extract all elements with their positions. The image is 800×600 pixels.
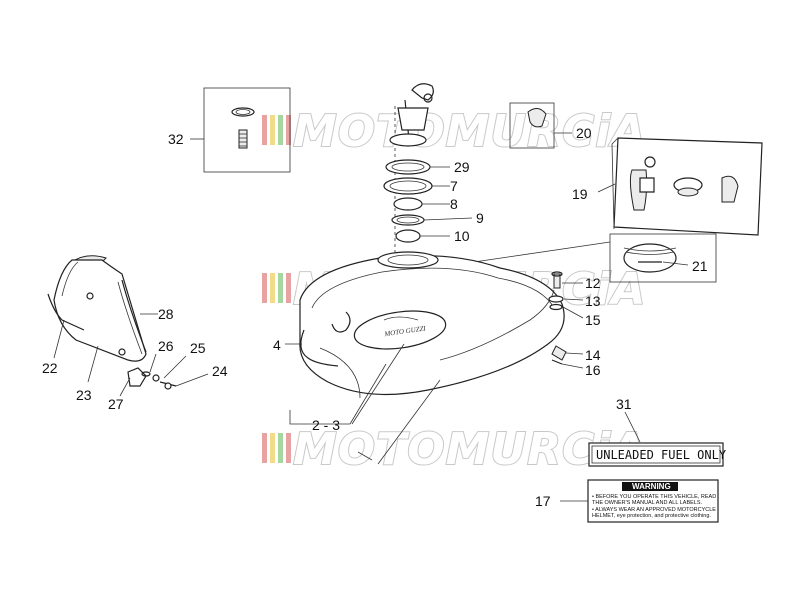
label-4: 4 (273, 337, 281, 353)
part-31-fuel-decal: UNLEADED FUEL ONLY (588, 411, 727, 467)
part-17-warning-decal: WARNING • BEFORE YOU OPERATE THIS VEHICL… (560, 479, 719, 523)
label-27: 27 (108, 396, 124, 412)
side-cover-fasteners (119, 353, 209, 397)
label-15: 15 (585, 312, 601, 328)
label-29: 29 (454, 159, 470, 175)
watermark-bottom: MOTOMURCiA (262, 423, 646, 476)
watermark-text-top: MOTOMURCiA (293, 106, 646, 157)
watermark-text-bottom: MOTOMURCiA (293, 424, 646, 475)
label-8: 8 (450, 196, 458, 212)
filler-cap-assembly (383, 83, 473, 270)
fuel-decal-text: UNLEADED FUEL ONLY (596, 448, 727, 462)
warning-decal-line-4: HELMET, eye protection, and protective c… (592, 513, 711, 519)
side-cover-assembly (47, 255, 158, 383)
label-16: 16 (585, 362, 601, 378)
label-7: 7 (450, 178, 458, 194)
label-17: 17 (535, 493, 551, 509)
label-28: 28 (158, 306, 174, 322)
part-21-emblem-box (473, 233, 717, 283)
label-25: 25 (190, 340, 206, 356)
watermark-top: MOTOMURCiA (262, 105, 646, 158)
label-10: 10 (454, 228, 470, 244)
fuel-tank: MOTO GUZZI (285, 251, 565, 465)
label-23: 23 (76, 387, 92, 403)
label-12: 12 (585, 275, 601, 291)
label-32: 32 (168, 131, 184, 147)
label-24: 24 (212, 363, 228, 379)
label-31: 31 (616, 396, 632, 412)
label-14: 14 (585, 347, 601, 363)
part-20-detail-box (509, 102, 572, 149)
label-9: 9 (476, 210, 484, 226)
label-2-3: 2 - 3 (312, 417, 340, 433)
label-22: 22 (42, 360, 58, 376)
warning-decal-title: WARNING (632, 482, 671, 491)
label-21: 21 (692, 258, 708, 274)
label-19: 19 (572, 186, 588, 202)
label-20: 20 (576, 125, 592, 141)
part-number-labels: 32 20 29 7 8 9 10 19 21 12 13 15 14 16 4… (42, 125, 708, 509)
label-13: 13 (585, 293, 601, 309)
warning-decal-line-3: • ALWAYS WEAR AN APPROVED MOTORCYCLE (592, 507, 716, 513)
warning-decal-line-1: • BEFORE YOU OPERATE THIS VEHICLE, READ (592, 494, 716, 500)
part-19-kit-bag (597, 137, 763, 236)
tank-fasteners (548, 271, 584, 369)
label-26: 26 (158, 338, 174, 354)
warning-decal-line-2: THE OWNER'S MANUAL AND ALL LABELS. (592, 500, 703, 506)
part-32-detail-box (190, 87, 291, 173)
